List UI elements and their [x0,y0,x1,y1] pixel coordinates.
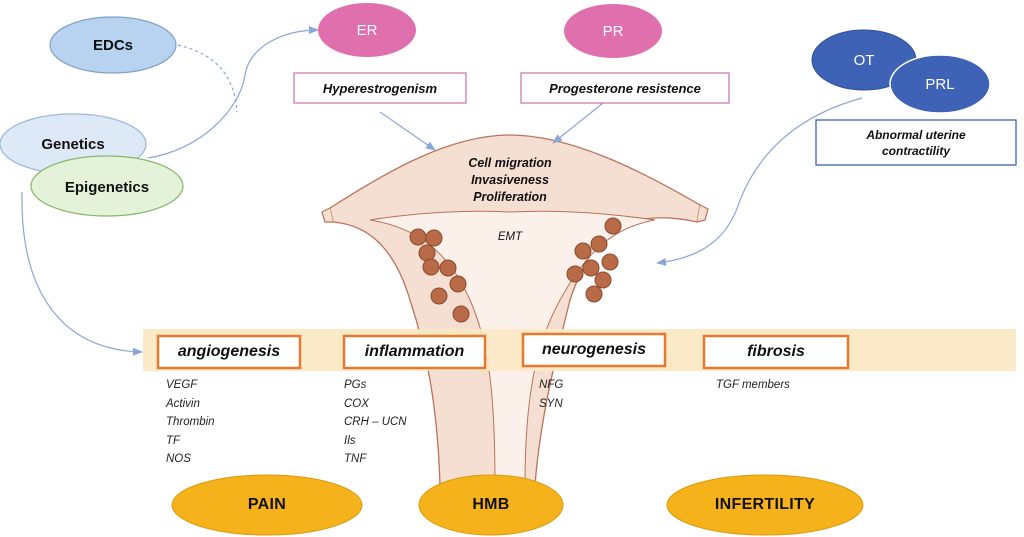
pain-label: PAIN [247,496,287,513]
inflammation-markers: PGs COX CRH – UCN Ils TNF [344,376,407,469]
arrow-progesterone-to-uterus [552,102,604,144]
fibrosis-box [702,334,850,370]
contractility-line-2: contractility [881,143,950,158]
arrow-ot-prl-to-uterus [656,97,863,266]
lesions-right [566,217,622,303]
hyperestrogenism-box [293,72,467,104]
marker-item: COX [344,397,369,410]
er-ellipse [318,3,416,57]
angiogenesis-label: angiogenesis [177,343,281,360]
prl-ellipse [889,54,991,114]
contractility-label: Abnormal uterine contractility [816,120,1016,165]
proliferation-label: Proliferation [473,189,547,204]
uterus-processes-text: Cell migration Invasiveness Proliferatio… [420,153,600,207]
contractility-box [815,119,1017,166]
pr-label: PR [602,22,624,40]
marker-item: TF [166,434,181,447]
angiogenesis-box [156,334,302,370]
marker-item: NFG [539,379,564,391]
marker-item: TNF [344,453,367,465]
marker-item: TGF members [716,379,790,391]
left-tube-end [321,207,333,223]
arrow-hyperestrogenism-to-uterus [379,111,436,151]
neurogenesis-label: neurogenesis [541,341,647,358]
invasiveness-label: Invasiveness [471,172,549,187]
marker-item: NOS [166,453,191,465]
lesions-left [409,228,470,323]
angiogenesis-markers: VEGF Activin Thrombin TF NOS [166,376,215,469]
neurogenesis-markers: NFG SYN [539,376,563,413]
fibrosis-label: fibrosis [747,343,805,360]
edcs-label: EDCs [92,36,133,54]
er-label: ER [356,21,378,39]
marker-item: Thrombin [166,416,215,428]
marker-item: Activin [166,397,200,410]
infertility-label: INFERTILITY [714,496,816,513]
marker-item: PGs [344,379,367,391]
genetics-label: Genetics [41,135,105,153]
progesterone-resistance-label: Progesterone resistence [549,80,701,96]
marker-item: CRH – UCN [344,416,407,428]
epigenetics-label: Epigenetics [64,178,150,196]
hmb-ellipse [418,474,564,536]
infertility-ellipse [666,474,864,536]
epigenetics-ellipse [30,155,184,217]
arrow-epigenetics-to-angiogenesis [21,191,143,356]
contractility-line-1: Abnormal uterine [866,127,966,142]
arrow-genetics-to-er [147,26,319,159]
ot-label: OT [853,51,875,69]
progesterone-resistance-box [520,72,730,104]
marker-item: SYN [539,397,563,410]
neurogenesis-box [521,332,667,368]
emt-label: EMT [497,230,523,243]
inflammation-box [342,334,487,370]
cell-migration-label: Cell migration [468,155,552,170]
arrow-edcs-to-genetics [177,44,238,113]
marker-item: VEGF [166,379,198,391]
inflammation-label: inflammation [364,343,465,360]
hmb-label: HMB [472,496,510,513]
pr-ellipse [564,4,662,58]
pain-ellipse [171,474,363,536]
right-tube-end [696,204,709,223]
marker-item: Ils [344,434,356,447]
prl-label: PRL [925,75,955,93]
edcs-ellipse [49,16,177,74]
hyperestrogenism-label: Hyperestrogenism [322,80,438,96]
fibrosis-markers: TGF members [716,376,790,395]
